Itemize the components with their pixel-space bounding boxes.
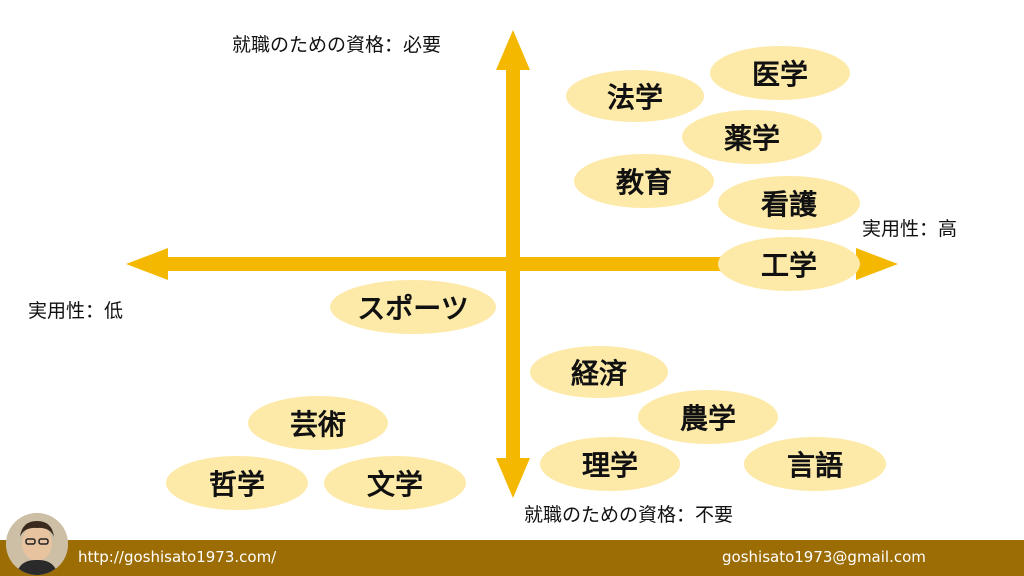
bubble-literature: 文学 [324,456,466,510]
axis-label-right: 実用性：高 [862,218,958,240]
bubble-language: 言語 [744,437,886,491]
bottom-arrowhead [496,458,530,498]
axis-label-bottom: 就職のための資格：不要 [524,504,734,526]
axis-label-left: 実用性：低 [28,300,124,322]
vertical-axis [506,64,520,464]
bubble-engineering: 工学 [718,237,860,291]
left-arrowhead [126,248,168,280]
author-avatar [6,513,68,575]
bubble-law: 法学 [566,70,704,122]
axis-label-top: 就職のための資格：必要 [232,34,442,56]
bubble-sports: スポーツ [330,280,496,334]
right-arrowhead [856,248,898,280]
axes-arrows [126,30,898,498]
top-arrowhead [496,30,530,70]
bubble-economics: 経済 [530,346,668,398]
email-address[interactable]: goshisato1973@gmail.com [722,548,926,566]
bubble-science: 理学 [540,437,680,491]
bubble-education: 教育 [574,154,714,208]
website-link[interactable]: http://goshisato1973.com/ [78,548,277,566]
bubble-arts: 芸術 [248,396,388,450]
bubble-agriculture: 農学 [638,390,778,444]
bubble-medicine: 医学 [710,46,850,100]
bubble-nursing: 看護 [718,176,860,230]
bubble-pharmacy: 薬学 [682,110,822,164]
footer-bar: http://goshisato1973.com/ goshisato1973@… [0,540,1024,576]
bubble-philosophy: 哲学 [166,456,308,510]
